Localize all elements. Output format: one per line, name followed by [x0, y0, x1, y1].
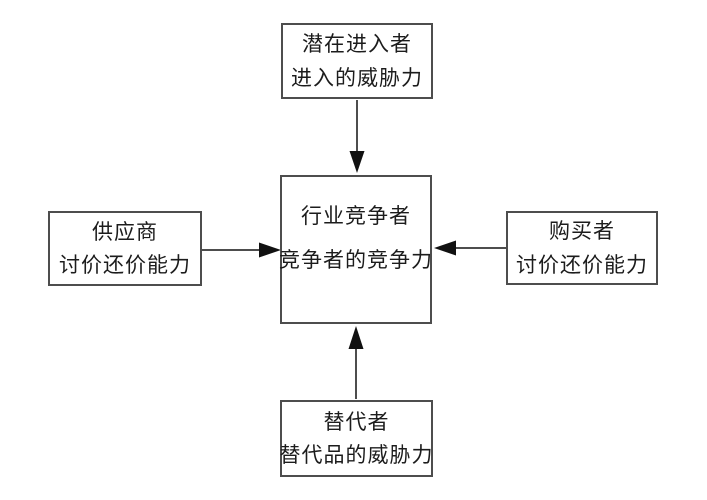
node-label: 行业竞争者: [301, 204, 411, 228]
node-label: 替代者: [323, 409, 390, 434]
node-label: 潜在进入者: [302, 32, 412, 57]
node-substitutes: 替代者 替代品的威胁力: [280, 400, 433, 477]
node-potential-entrants: 潜在进入者 进入的威胁力: [281, 23, 433, 99]
node-label: 购买者: [549, 219, 615, 244]
arrow-down-icon: [349, 100, 365, 173]
node-label: 替代品的威胁力: [279, 443, 434, 467]
node-label: 讨价还价能力: [516, 252, 648, 277]
arrow-up-icon: [348, 326, 364, 399]
node-label: 供应商: [92, 219, 158, 244]
arrow-left-icon: [434, 240, 506, 256]
arrow-right-icon: [202, 242, 281, 258]
node-industry-competitors: 行业竞争者 竞争者的竞争力: [279, 175, 433, 324]
node-label: 讨价还价能力: [59, 253, 191, 277]
node-suppliers: 供应商 讨价还价能力: [48, 211, 202, 286]
node-buyers: 购买者 讨价还价能力: [506, 211, 658, 285]
node-label: 竞争者的竞争力: [279, 248, 433, 273]
node-label: 进入的威胁力: [291, 65, 423, 90]
